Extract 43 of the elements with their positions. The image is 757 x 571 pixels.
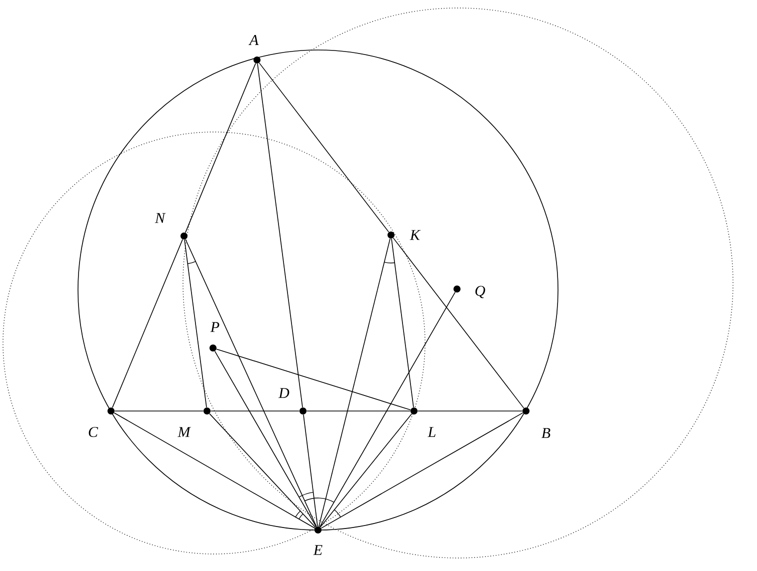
segment <box>114 412 316 529</box>
node-label: K <box>410 230 421 240</box>
segment <box>320 413 412 528</box>
node-label: P <box>210 322 220 332</box>
segment <box>210 410 300 412</box>
node-label: B <box>542 428 550 438</box>
segment <box>320 412 524 529</box>
node-label: Q <box>475 286 486 298</box>
segment <box>214 350 317 528</box>
point: L <box>410 408 436 437</box>
segment <box>185 238 317 528</box>
node-label: C <box>88 426 98 438</box>
node-label: L <box>428 427 436 437</box>
segment <box>216 348 411 410</box>
point: M <box>178 408 210 437</box>
segment <box>318 238 391 527</box>
segment <box>184 239 207 408</box>
segment <box>319 292 456 528</box>
point: P <box>210 322 220 352</box>
segment <box>209 413 316 528</box>
point: E <box>313 526 322 555</box>
node-label: E <box>313 545 322 555</box>
point: B <box>522 408 550 438</box>
segment <box>257 63 303 408</box>
point: Q <box>454 286 486 298</box>
segment <box>391 238 414 408</box>
point: D <box>278 388 306 414</box>
point: A <box>248 35 260 64</box>
segment <box>392 238 524 408</box>
node-label: A <box>248 35 259 45</box>
point: C <box>88 408 114 438</box>
segment <box>185 63 256 233</box>
point: K <box>388 230 421 240</box>
node-label: N <box>154 213 166 223</box>
segment <box>417 410 523 412</box>
segment <box>306 410 411 412</box>
segment <box>114 410 204 412</box>
segment <box>303 414 318 527</box>
point: N <box>154 213 188 240</box>
segment <box>112 239 183 408</box>
segment <box>258 62 390 232</box>
node-label: M <box>178 427 191 437</box>
node-label: D <box>278 388 290 398</box>
